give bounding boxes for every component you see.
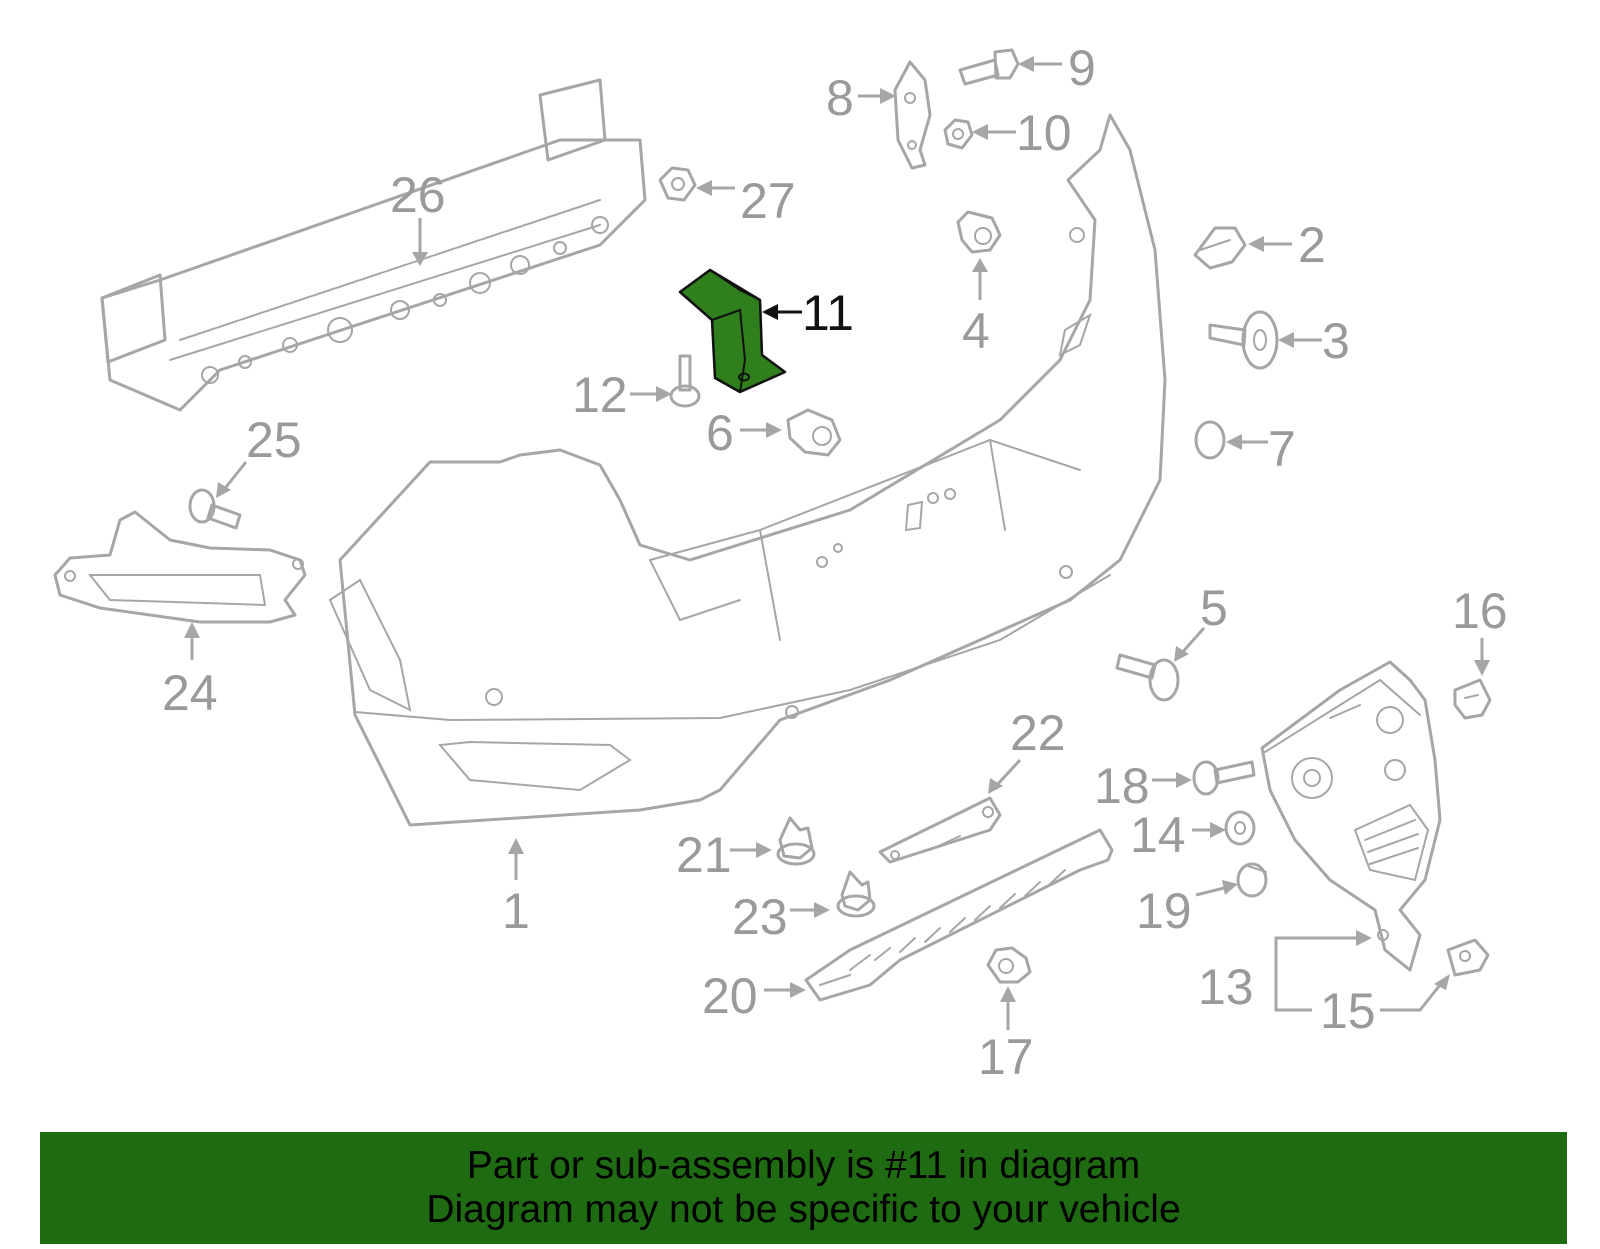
- callout-24: 24: [162, 665, 218, 721]
- caption-banner: Part or sub-assembly is #11 in diagram D…: [40, 1132, 1567, 1244]
- part-21-clip: [776, 816, 816, 866]
- callout-14: 14: [1130, 807, 1186, 863]
- part-19-cap: [1236, 862, 1268, 898]
- part-10-nut: [943, 118, 974, 150]
- callout-9: 9: [1068, 40, 1096, 96]
- part-6-sensor: [786, 408, 842, 457]
- part-20-bracket-rail: [804, 828, 1114, 1002]
- callout-16: 16: [1452, 583, 1508, 639]
- part-16-clip: [1453, 678, 1492, 720]
- callout-25: 25: [246, 412, 302, 468]
- part-5-bolt: [1115, 653, 1180, 702]
- part-24-reflector: [53, 510, 307, 624]
- callout-7: 7: [1268, 421, 1296, 477]
- part-27-nut: [658, 166, 697, 202]
- callout-5: 5: [1200, 580, 1228, 636]
- callout-8: 8: [826, 70, 854, 126]
- part-9-bolt: [958, 48, 1020, 86]
- callout-17: 17: [978, 1029, 1034, 1085]
- part-4-clip: [956, 210, 1002, 254]
- part-2-clip: [1193, 226, 1247, 270]
- callout-11: 11: [802, 285, 854, 341]
- callout-19: 19: [1136, 883, 1192, 939]
- parts-diagram: 26 27 8 9 10 4 2: [53, 40, 1508, 1085]
- callout-4: 4: [962, 303, 990, 359]
- part-22-strip: [878, 796, 1002, 864]
- callout-3: 3: [1322, 313, 1350, 369]
- part-17-clip: [986, 946, 1032, 984]
- part-14-washer: [1224, 810, 1256, 846]
- callout-26: 26: [390, 167, 446, 223]
- part-15-clip: [1446, 938, 1490, 977]
- callout-6: 6: [706, 405, 734, 461]
- callout-12: 12: [572, 367, 628, 423]
- part-12-bolt: [669, 354, 701, 408]
- part-25-bolt: [188, 488, 242, 530]
- callout-15: 15: [1320, 983, 1376, 1039]
- callout-22: 22: [1010, 705, 1066, 761]
- caption-line-1: Part or sub-assembly is #11 in diagram: [466, 1144, 1141, 1187]
- part-26-bumper-reinforcement: [100, 78, 647, 412]
- part-13-side-bracket: [1260, 660, 1442, 972]
- part-7-ring: [1194, 420, 1226, 460]
- part-8-bracket: [893, 60, 932, 170]
- callout-21: 21: [676, 827, 732, 883]
- part-3-screw: [1208, 310, 1279, 370]
- callout-18: 18: [1094, 758, 1150, 814]
- callout-23: 23: [732, 889, 788, 945]
- part-18-bolt: [1192, 760, 1256, 796]
- callout-1: 1: [502, 883, 530, 939]
- part-11-bracket-highlighted: [678, 268, 787, 394]
- callout-27: 27: [740, 173, 796, 229]
- callout-2: 2: [1298, 217, 1326, 273]
- callout-20: 20: [702, 968, 758, 1024]
- caption-line-2: Diagram may not be specific to your vehi…: [426, 1188, 1181, 1231]
- callout-10: 10: [1016, 105, 1072, 161]
- callout-13: 13: [1198, 959, 1254, 1015]
- part-23-clip: [836, 870, 876, 918]
- part-1-bumper-cover: [328, 113, 1167, 827]
